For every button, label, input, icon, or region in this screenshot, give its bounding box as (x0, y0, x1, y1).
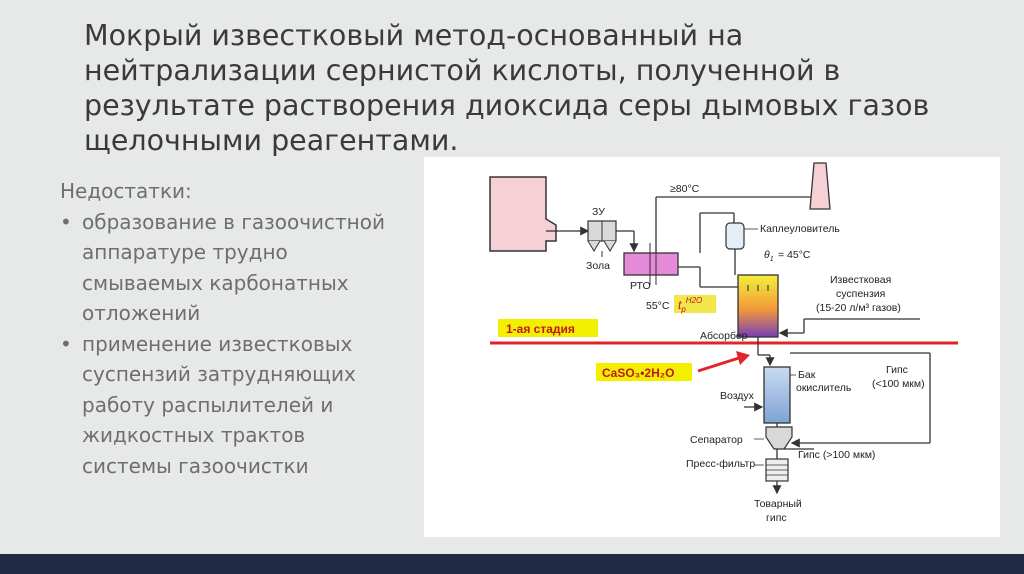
rto-label: РТО (630, 280, 651, 292)
vozduh-label: Воздух (720, 390, 755, 402)
separator-label: Сепаратор (690, 434, 743, 446)
caso3-box (596, 363, 692, 381)
stage-label: 1-ая стадия (506, 322, 575, 336)
tovar-label-1: Товарный (754, 498, 802, 510)
kapleulovitel-box (725, 222, 745, 250)
tp-label: tpH2O (678, 296, 702, 314)
page-title: Мокрый известковый метод-основанный на н… (84, 19, 930, 157)
izv-label-2: суспензия (836, 288, 885, 300)
drawbacks-heading: Недостатки: (60, 179, 192, 203)
caso3-label: CaSO₃•2H₂O (602, 366, 674, 380)
process-diagram: ЗУ Зола РТО ≥80°C Каплеуловитель θ1 = 45… (489, 162, 958, 524)
separator-shape (765, 426, 793, 450)
temp-45-label: = 45°C (778, 249, 811, 261)
temp-55-label: 55°C (646, 300, 670, 312)
diagram-panel: ЗУ Зола РТО ≥80°C Каплеуловитель θ1 = 45… (424, 157, 1000, 537)
drawbacks-list: образование в газоочистной аппаратуре тр… (60, 207, 390, 482)
izv-label-1: Известковая (830, 274, 891, 286)
absorber-label: Абсорбер (700, 330, 748, 342)
bak-okislitel-box (763, 366, 791, 424)
tovar-label-2: гипс (766, 512, 787, 524)
tp-box (674, 295, 716, 313)
gips-big-label: Гипс (>100 мкм) (798, 449, 875, 461)
zu-label: ЗУ (592, 206, 605, 218)
gips-small-label-2: (<100 мкм) (872, 378, 925, 390)
stage-band (498, 319, 598, 337)
boiler-shape (489, 176, 557, 252)
press-filtr-label: Пресс-фильтр (686, 458, 755, 470)
kapleulovitel-label: Каплеуловитель (760, 223, 840, 235)
temp-80-label: ≥80°C (670, 183, 700, 195)
drawback-item: образование в газоочистной аппаратуре тр… (60, 207, 390, 329)
absorber-box (737, 274, 779, 338)
caso3-arrow (697, 355, 743, 373)
gips-small-label-1: Гипс (886, 364, 908, 376)
bak-label-1: Бак (798, 369, 816, 381)
rto-box (623, 252, 679, 276)
drawback-item: применение известковых суспензий затрудн… (60, 329, 390, 482)
bak-label-2: окислитель (796, 382, 852, 394)
drawbacks-section: Недостатки: образование в газоочистной а… (60, 176, 390, 481)
zola-label: Зола (586, 260, 610, 272)
footer-bar (0, 554, 1024, 574)
stack-shape (809, 162, 831, 210)
izv-label-3: (15-20 л/м³ газов) (816, 302, 901, 314)
theta-label: θ1 (764, 249, 774, 263)
